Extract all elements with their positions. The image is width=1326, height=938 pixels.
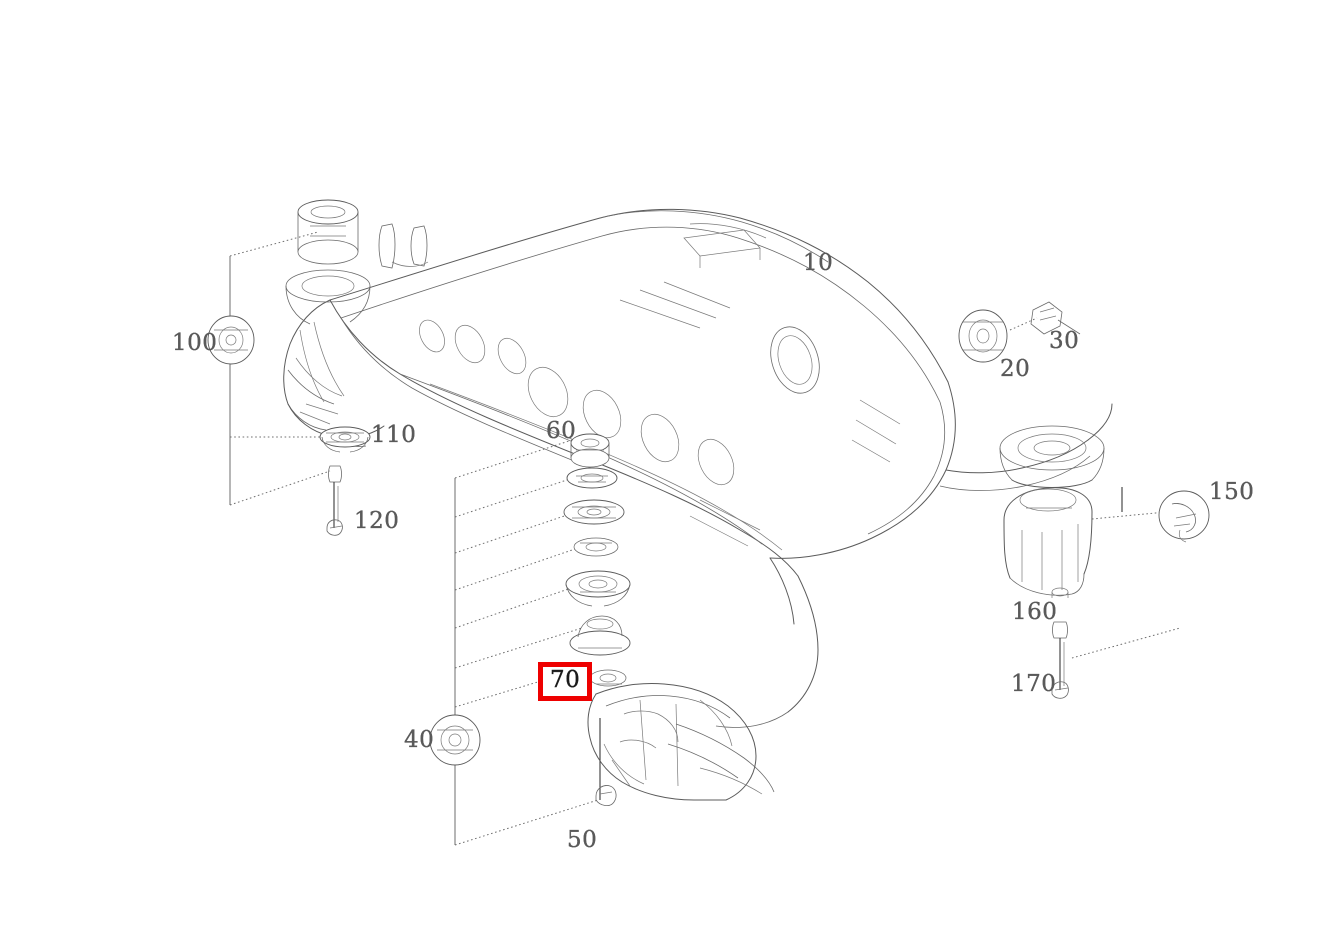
part-100-washer — [207, 315, 255, 365]
part-120-bolt — [326, 465, 343, 536]
part-30-bolt — [1030, 301, 1081, 335]
callout-30[interactable]: 30 — [1049, 328, 1080, 354]
leader-bracket-center — [454, 439, 601, 846]
subframe-left-arm — [287, 357, 343, 405]
part-40-washer — [429, 714, 481, 766]
callout-160[interactable]: 160 — [1012, 599, 1058, 625]
callout-150[interactable]: 150 — [1209, 479, 1255, 505]
part-50-bolt — [595, 785, 617, 806]
callout-110[interactable]: 110 — [371, 422, 417, 448]
callout-10[interactable]: 10 — [803, 250, 834, 276]
subframe-right-mount-plate — [999, 425, 1105, 488]
part-110-mount — [319, 426, 371, 453]
part-160-bushing — [1051, 587, 1069, 598]
callout-120[interactable]: 120 — [354, 508, 400, 534]
callout-50[interactable]: 50 — [567, 827, 598, 853]
part-170-bolt — [1051, 621, 1069, 699]
part-150-bracket — [1158, 490, 1210, 543]
rear-axle-carrier-body — [283, 199, 1113, 801]
part-20-bushing — [958, 309, 1008, 363]
callout-100[interactable]: 100 — [172, 330, 218, 356]
callout-60[interactable]: 60 — [546, 418, 577, 444]
callout-20[interactable]: 20 — [1000, 356, 1031, 382]
callout-170[interactable]: 170 — [1011, 671, 1057, 697]
part-stack-60-to-70 — [563, 433, 631, 687]
callout-70-highlighted[interactable]: 70 — [538, 662, 593, 701]
callout-40[interactable]: 40 — [404, 727, 435, 753]
leader-bracket-left-upper — [229, 231, 332, 506]
